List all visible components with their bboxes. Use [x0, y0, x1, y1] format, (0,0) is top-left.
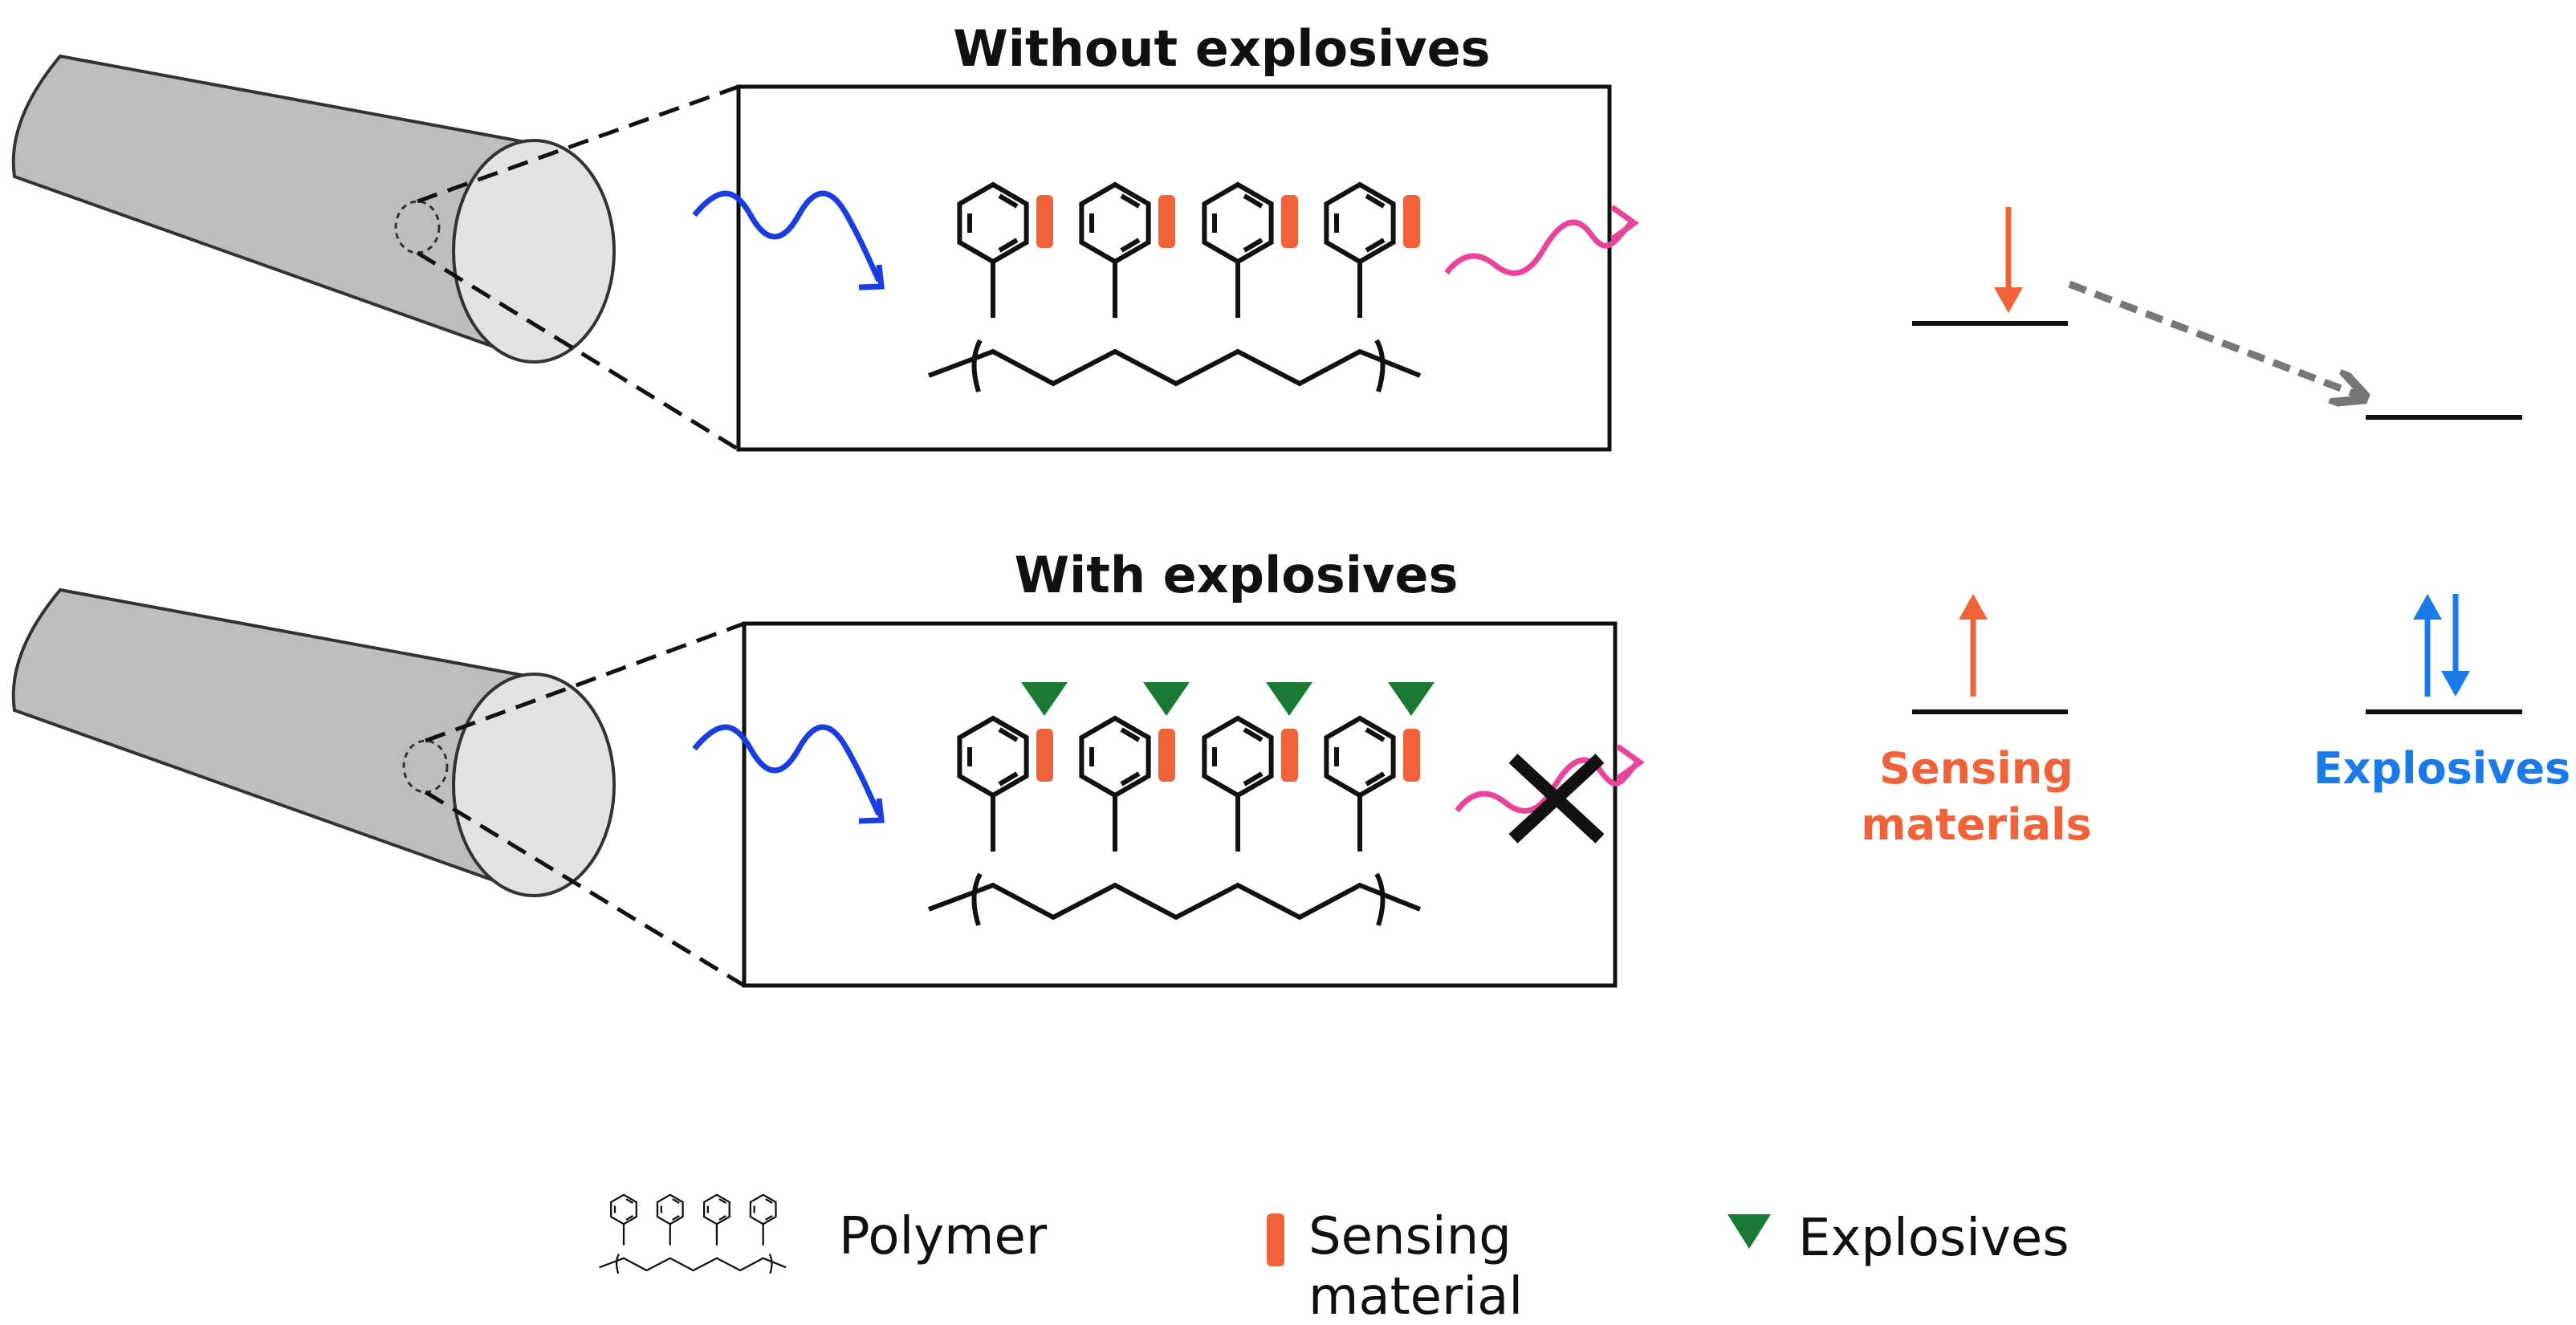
electron-transfer-arrow	[2068, 280, 2362, 396]
legend-polymer-icon	[598, 1193, 787, 1274]
emission-wavy-arrow-icon	[1444, 205, 1640, 276]
top-panel: Without explosives	[11, 19, 1640, 452]
excitation-wavy-arrow-icon	[692, 724, 885, 824]
legend-explosives-label: Explosives	[1798, 1209, 2069, 1268]
sensing-materials-label-line1: Sensing	[1879, 743, 2073, 794]
sensing-material-markers	[1036, 195, 1420, 248]
optical-fiber-icon	[11, 587, 746, 988]
legend-explosives-icon	[1728, 1214, 1771, 1249]
top-panel-title: Without explosives	[953, 19, 1490, 78]
explosives-homo-electron-pair	[2413, 594, 2470, 697]
legend-sensing-label-line1: Sensing	[1308, 1207, 1512, 1266]
quench-cross-icon	[1508, 754, 1605, 843]
bottom-panel-title: With explosives	[1015, 546, 1459, 604]
sensing-homo-electron-arrow	[1959, 594, 1988, 697]
energy-level-diagram: Sensing materials Explosives	[1861, 207, 2570, 850]
explosives-label: Explosives	[2314, 743, 2571, 794]
bottom-panel: With explosives	[11, 546, 1646, 988]
sensing-lumo-electron-arrow	[1994, 207, 2023, 313]
legend-polymer-label: Polymer	[839, 1207, 1048, 1266]
optical-fiber-icon	[11, 54, 740, 452]
explosive-markers	[1021, 682, 1435, 716]
excitation-wavy-arrow-icon	[692, 190, 885, 291]
bottom-panel-box	[742, 621, 1618, 988]
sensing-material-markers	[1036, 729, 1420, 782]
top-panel-box	[736, 84, 1612, 452]
sensing-materials-label-line2: materials	[1861, 799, 2091, 850]
legend-sensing-material-icon	[1267, 1213, 1284, 1266]
legend-sensing-label-line2: material	[1308, 1267, 1523, 1325]
legend: Polymer Sensing material Explosives	[598, 1193, 2069, 1325]
